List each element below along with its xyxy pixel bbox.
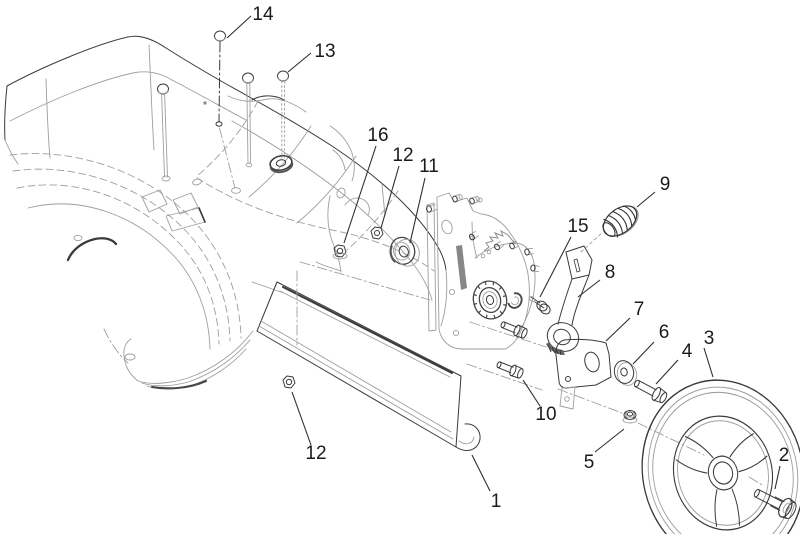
- callout-leader-12-bottom: [291, 391, 312, 446]
- sector-teeth-pin: [524, 248, 534, 256]
- sector-teeth-pin: [494, 241, 504, 251]
- hex-bolt-part-4: [633, 379, 668, 404]
- callout-leader-4: [655, 359, 679, 385]
- deck-housing: [4, 35, 478, 390]
- callout-label-10: 10: [535, 404, 556, 425]
- callout-label-8: 8: [605, 262, 616, 283]
- callout-leader-13: [287, 52, 312, 73]
- sector-teeth-pin: [530, 264, 540, 272]
- callout-label-16: 16: [367, 125, 388, 146]
- deck-mounting-screws: [157, 30, 294, 189]
- assembly-axis-lines: [466, 321, 765, 487]
- callout-label-12-top: 12: [392, 145, 413, 166]
- callout-leader-6: [632, 341, 655, 365]
- bushing-part-11: [389, 236, 420, 267]
- callout-label-13: 13: [314, 41, 335, 62]
- callout-label-6: 6: [659, 322, 670, 343]
- screw-part-14: [214, 30, 236, 189]
- callout-leader-9: [636, 191, 656, 208]
- washer-part-6: [613, 360, 638, 386]
- carriage-bolts-part-10: [496, 321, 528, 379]
- callout-leader-16: [343, 145, 377, 244]
- callout-label-14: 14: [252, 4, 274, 25]
- callout-leader-14: [226, 15, 252, 39]
- callout-leader-10: [522, 379, 541, 407]
- callout-leader-5: [594, 428, 625, 453]
- callout-leader-2: [774, 465, 781, 490]
- sector-teeth-pin: [469, 231, 479, 241]
- callout-leader-15: [539, 236, 572, 298]
- callout-label-1: 1: [491, 491, 502, 512]
- bearing-boss: [472, 280, 508, 320]
- plate-top-pin: [469, 196, 480, 205]
- wheel-part-3: [641, 379, 800, 534]
- callout-label-3: 3: [704, 328, 715, 349]
- callout-label-9: 9: [660, 174, 671, 195]
- screw-unlabeled-left: [157, 83, 169, 178]
- lever-knob-spring-part-9: [602, 205, 639, 238]
- hex-nut-part-12-bottom: [282, 375, 296, 389]
- callout-label-11: 11: [419, 156, 439, 177]
- callout-label-15: 15: [567, 216, 588, 237]
- callout-label-2: 2: [779, 445, 790, 466]
- wheel-bracket-part-7: [555, 338, 612, 410]
- callout-leader-8: [577, 279, 601, 298]
- callout-label-4: 4: [682, 341, 693, 362]
- clevis-pin-part-15: [528, 296, 551, 315]
- wheel-spokes: [675, 433, 768, 528]
- screw-part-13: [277, 70, 289, 159]
- small-square-hole: [203, 101, 207, 105]
- callout-leader-7: [605, 317, 631, 342]
- callout-label-5: 5: [584, 452, 595, 473]
- plate-top-pin: [452, 194, 463, 203]
- callout-leader-11: [409, 177, 426, 244]
- screw-unlabeled-middle: [242, 72, 254, 168]
- adjuster-slot: [456, 245, 467, 290]
- height-adjust-lever: [546, 231, 604, 356]
- callout-leader-1: [471, 454, 491, 492]
- rear-baffle-panel: [256, 270, 481, 451]
- callout-label-12-bottom: 12: [305, 443, 326, 464]
- flange-nut-part-5: [622, 410, 638, 424]
- cable-guide-grommet: [269, 154, 294, 174]
- callout-leader-12-top: [380, 165, 400, 229]
- flange-nut-part-16: [332, 244, 348, 260]
- callout-leader-3: [703, 347, 714, 378]
- hex-nut-part-12-top: [370, 226, 384, 240]
- shoulder-bolt-part-2: [753, 489, 797, 519]
- retaining-ring: [507, 292, 523, 309]
- torsion-spring-wire: [483, 229, 517, 252]
- height-adjuster-plate: [426, 192, 540, 350]
- callout-label-7: 7: [634, 299, 645, 320]
